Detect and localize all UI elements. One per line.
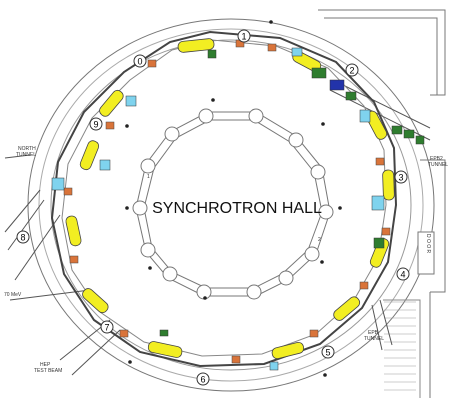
- svg-text:9: 9: [93, 120, 98, 130]
- dipole-magnet: [382, 169, 395, 201]
- inner-marker-1: 1: [147, 174, 150, 180]
- sector-marker-2: 2: [345, 63, 359, 77]
- sector-marker-8: 8: [16, 230, 30, 244]
- svg-text:3: 3: [398, 173, 403, 183]
- svg-text:0: 0: [137, 57, 142, 67]
- north-tunnel-label: NORTH: [18, 146, 36, 152]
- dipole-magnets: [65, 38, 395, 360]
- epb2-tunnel-label-2: TUNNEL: [428, 162, 448, 168]
- svg-text:2: 2: [349, 66, 354, 76]
- hep-test-beam-label: TEST BEAM: [34, 368, 62, 374]
- sector-marker-3: 3: [394, 170, 408, 184]
- epb-tunnel-label: EPB: [368, 330, 379, 336]
- sector-marker-0: 0: [133, 54, 147, 68]
- door-label: D O O R: [425, 234, 431, 254]
- epb-tunnel-label-2: TUNNEL: [364, 336, 384, 342]
- sector-marker-7: 7: [100, 320, 114, 334]
- dipole-magnet: [99, 89, 124, 117]
- dipole-magnet: [82, 288, 109, 314]
- sector-marker-1: 1: [237, 29, 251, 43]
- sector-marker-6: 6: [196, 372, 210, 386]
- building-outline: [318, 9, 446, 398]
- sector-marker-4: 4: [396, 267, 410, 281]
- hep-label: HEP: [40, 362, 51, 368]
- svg-text:7: 7: [104, 323, 109, 333]
- svg-text:6: 6: [200, 375, 205, 385]
- hall-title: SYNCHROTRON HALL: [152, 200, 322, 217]
- sector-marker-9: 9: [89, 117, 103, 131]
- dipole-magnet: [271, 341, 305, 360]
- epb2-tunnel-label: EPB2: [430, 156, 443, 162]
- svg-text:1: 1: [241, 32, 246, 42]
- sector-marker-5: 5: [321, 345, 335, 359]
- dipole-magnet: [177, 38, 215, 53]
- dipole-magnet: [79, 140, 100, 171]
- energy-label: 70 MeV: [4, 292, 22, 298]
- dipole-magnet: [65, 215, 82, 247]
- svg-text:5: 5: [325, 348, 330, 358]
- sector-markers: 1 2 3 4 5 6 7 8 9 0: [16, 29, 410, 386]
- quadrupole-magnets: [63, 39, 391, 364]
- svg-text:4: 4: [400, 270, 405, 280]
- north-tunnel-label-2: TUNNEL: [16, 152, 36, 158]
- dipole-magnet: [147, 341, 183, 358]
- inner-ring-nodes: [132, 108, 334, 300]
- svg-text:8: 8: [20, 233, 25, 243]
- floor-markers: [125, 20, 342, 377]
- inner-marker-2: 2: [318, 237, 321, 243]
- dipole-magnet: [333, 296, 361, 321]
- rf-and-injection-elements: [51, 47, 425, 371]
- shielding-hatch: [384, 301, 416, 391]
